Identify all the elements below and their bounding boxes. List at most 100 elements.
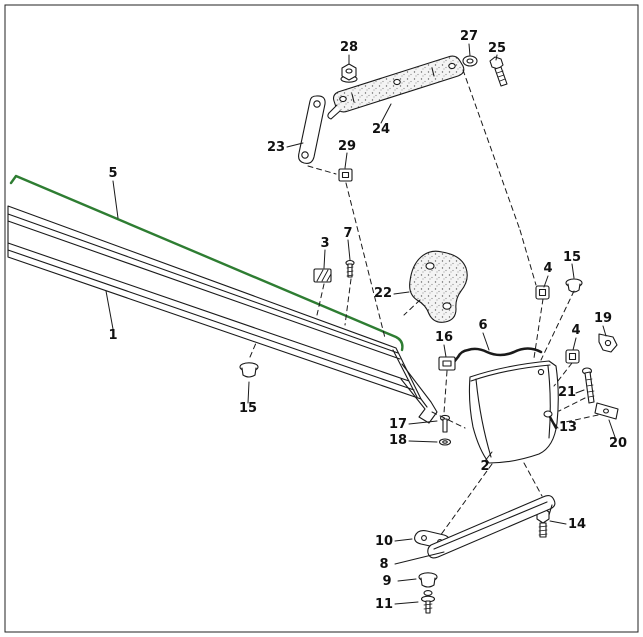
callout-1[interactable]: 1 bbox=[108, 328, 117, 343]
part-21-screw bbox=[581, 367, 595, 404]
part-18-washer bbox=[438, 438, 452, 446]
callout-15-right[interactable]: 15 bbox=[563, 250, 581, 265]
alignment-dashed-lines bbox=[249, 69, 599, 537]
plate-20-hole bbox=[603, 408, 609, 414]
bolt-17-shank bbox=[442, 418, 448, 433]
brace-24-hole-middle bbox=[393, 78, 401, 86]
callout-4-upper[interactable]: 4 bbox=[543, 261, 552, 276]
callout-15-left[interactable]: 15 bbox=[239, 401, 257, 416]
callout-29[interactable]: 29 bbox=[338, 139, 356, 154]
part-8-strut bbox=[427, 494, 556, 559]
bracket-23-body bbox=[298, 95, 326, 164]
part-2-stone-guard bbox=[468, 360, 559, 464]
callout-10[interactable]: 10 bbox=[375, 534, 393, 549]
clip-4b-slot bbox=[568, 352, 577, 361]
callout-7[interactable]: 7 bbox=[343, 226, 352, 241]
part-4-clip-upper bbox=[535, 285, 550, 300]
callout-6[interactable]: 6 bbox=[478, 318, 487, 333]
callout-19[interactable]: 19 bbox=[594, 311, 612, 326]
clip-16-slot bbox=[442, 360, 452, 367]
part-22-bracket bbox=[409, 250, 468, 323]
part-1-sill-panel bbox=[7, 205, 438, 424]
bracket-19-hole bbox=[604, 339, 612, 347]
bracket-22-hole-top bbox=[425, 262, 435, 270]
bolt-25-threads bbox=[496, 70, 506, 82]
clip-16-body bbox=[438, 356, 456, 371]
part-11-screw bbox=[420, 590, 436, 614]
strut-8-body bbox=[427, 494, 556, 559]
callout-23[interactable]: 23 bbox=[267, 140, 285, 155]
stone-guard-hole bbox=[537, 368, 545, 376]
washer-18-bore bbox=[442, 440, 448, 444]
drawing-layer bbox=[7, 43, 619, 614]
screw-7-threads bbox=[346, 266, 354, 277]
part-9-grommet bbox=[418, 572, 438, 588]
part-15-grommet-left bbox=[239, 362, 259, 378]
part-25-bolt bbox=[489, 56, 508, 87]
callout-25[interactable]: 25 bbox=[488, 41, 506, 56]
part-19-bracket bbox=[598, 333, 618, 353]
nut-28-hex bbox=[341, 63, 357, 81]
part-5-trim-strip bbox=[9, 174, 404, 352]
callout-5[interactable]: 5 bbox=[108, 166, 117, 181]
part-4-clip-lower bbox=[565, 349, 580, 364]
callout-14[interactable]: 14 bbox=[568, 517, 586, 532]
callout-21[interactable]: 21 bbox=[558, 385, 576, 400]
callout-28[interactable]: 28 bbox=[340, 40, 358, 55]
stone-guard-contours bbox=[470, 364, 551, 458]
clip-29-body bbox=[338, 168, 353, 182]
leader-lines bbox=[105, 43, 617, 605]
screw-11-head bbox=[423, 590, 433, 596]
part-17-bolt bbox=[439, 414, 451, 433]
callout-27[interactable]: 27 bbox=[460, 29, 478, 44]
screw-7-shank bbox=[347, 263, 353, 278]
callout-17[interactable]: 17 bbox=[389, 417, 407, 432]
callout-22[interactable]: 22 bbox=[374, 286, 392, 301]
screw-11-shank bbox=[425, 600, 431, 614]
part-23-bracket bbox=[298, 95, 326, 164]
clip-3-hatch bbox=[316, 269, 332, 282]
strut-8-detail bbox=[433, 501, 553, 550]
part-27-washer bbox=[462, 55, 478, 67]
callout-8[interactable]: 8 bbox=[379, 557, 388, 572]
callout-11[interactable]: 11 bbox=[375, 597, 393, 612]
plate-10-hole-left bbox=[421, 535, 427, 541]
grommet-9-plug bbox=[420, 577, 436, 588]
callout-3[interactable]: 3 bbox=[320, 236, 329, 251]
stone-guard-body bbox=[468, 360, 559, 464]
screw-21-shank bbox=[584, 371, 595, 404]
part-29-clip bbox=[338, 168, 353, 182]
screw-13-shank bbox=[548, 415, 558, 430]
part-16-clip bbox=[438, 356, 456, 371]
callout-4-lower[interactable]: 4 bbox=[571, 323, 580, 338]
bolt-25-head bbox=[489, 56, 504, 70]
washer-27-outer bbox=[462, 55, 478, 67]
brace-24-foot bbox=[327, 104, 341, 120]
brace-24-bend-lines bbox=[351, 67, 435, 103]
bolt-25-shank bbox=[494, 66, 508, 87]
bracket-22-hole-bottom bbox=[442, 302, 452, 310]
part-13-screw bbox=[543, 410, 558, 430]
page-border bbox=[4, 4, 639, 633]
part-6-seal-strip bbox=[452, 347, 543, 364]
callout-24[interactable]: 24 bbox=[372, 122, 390, 137]
part-15-grommet-right bbox=[565, 278, 583, 293]
callout-20[interactable]: 20 bbox=[609, 436, 627, 451]
sill-panel-contours bbox=[7, 213, 418, 398]
part-callouts: 28 27 25 24 23 29 5 3 7 22 15 4 19 4 6 1… bbox=[108, 29, 627, 612]
callout-18[interactable]: 18 bbox=[389, 433, 407, 448]
plate-20-body bbox=[594, 402, 619, 420]
sill-panel-end-hook bbox=[400, 363, 438, 424]
callout-16[interactable]: 16 bbox=[435, 330, 453, 345]
callout-13[interactable]: 13 bbox=[559, 420, 577, 435]
part-24-brace bbox=[327, 55, 465, 120]
part-28-nut bbox=[340, 63, 358, 83]
callout-2[interactable]: 2 bbox=[480, 459, 489, 474]
washer-18-outer bbox=[438, 438, 452, 446]
screw-13-head bbox=[543, 410, 553, 418]
bolt-14-threads bbox=[538, 525, 548, 536]
part-3-clip bbox=[313, 268, 332, 283]
callout-9[interactable]: 9 bbox=[382, 574, 391, 589]
brace-24-hole-right bbox=[448, 62, 456, 70]
